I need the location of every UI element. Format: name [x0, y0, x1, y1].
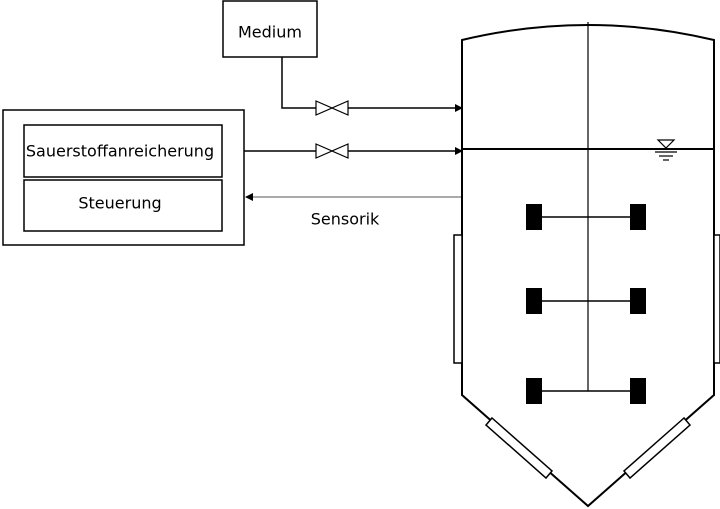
jacket-bottom-right	[622, 416, 692, 480]
sensors-label: Sensorik	[311, 210, 380, 229]
medium-feed-line	[281, 57, 316, 109]
impeller-middle	[526, 288, 646, 314]
control-box	[23, 179, 223, 232]
oxygen-valve-icon	[315, 143, 349, 159]
reactor-vessel	[461, 24, 715, 508]
medium-label: Medium	[238, 23, 302, 42]
oxygen-enrichment-label: Sauerstoffanreicherung	[26, 142, 214, 161]
liquid-level-icon	[655, 139, 677, 161]
jacket-left	[453, 234, 463, 364]
medium-valve-icon	[315, 100, 349, 116]
oxygen-enrichment-box	[23, 124, 223, 178]
impeller-bottom	[526, 378, 646, 404]
control-label: Steuerung	[78, 194, 161, 213]
jacket-right	[713, 234, 720, 364]
impeller-top	[526, 204, 646, 230]
medium-box	[222, 0, 318, 58]
jacket-bottom-left	[484, 416, 554, 480]
